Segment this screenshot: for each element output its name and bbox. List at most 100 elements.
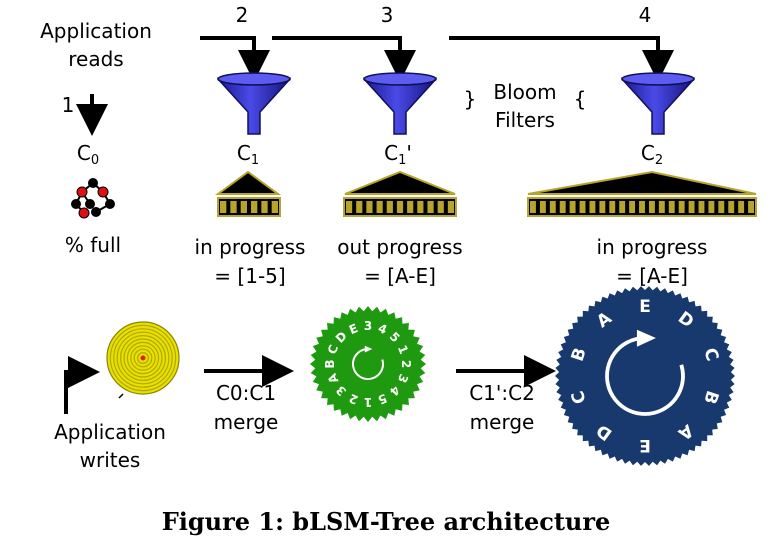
arrow-step-4 [449, 36, 674, 82]
spiral-ring [119, 335, 166, 382]
leaf-block [658, 201, 665, 213]
c1p-tree-icon [343, 170, 457, 217]
step-1-label: 1 [62, 93, 75, 117]
leaf-block [639, 201, 645, 213]
wheel-label: 3 [364, 319, 372, 333]
figure-caption: Figure 1: bLSM-Tree architecture [162, 507, 611, 536]
leaf-block [748, 201, 754, 213]
leaf-block [549, 201, 556, 213]
spiral-ring [137, 352, 150, 365]
wheel-label: 1 [364, 395, 372, 409]
leaf-block [539, 201, 546, 213]
leaf-block [609, 201, 616, 213]
leaf-block [346, 201, 353, 213]
c2-tree-icon [527, 170, 757, 217]
leaf-block [648, 201, 655, 213]
c2-status-line2: = [A-E] [616, 264, 688, 288]
c0-memory-tree-icon [71, 178, 115, 219]
wheel-label: B [699, 388, 722, 407]
brace-left-icon: { [574, 87, 587, 111]
leaf-block [447, 201, 454, 213]
leaf-block [220, 201, 227, 213]
leaf-block [271, 201, 278, 213]
wheel-label: 2 [399, 360, 413, 368]
c1-status-line1: in progress [195, 235, 306, 259]
merge-c0-c1-line2: merge [214, 410, 279, 434]
component-c1-label: C1 [237, 141, 259, 168]
spiral-ring [113, 328, 173, 388]
wheel-rotation-arrow [352, 348, 384, 380]
spiral-ring [130, 345, 156, 371]
leaf-block [559, 201, 566, 213]
leaf-block [698, 201, 705, 213]
merge-c1-c2-line1: C1':C2 [469, 381, 535, 405]
leaf-block [589, 201, 596, 213]
leaf-block [407, 201, 414, 213]
c1p-status-line2: = [A-E] [364, 264, 436, 288]
wheel-label: B [323, 359, 337, 368]
arrow-step-2 [200, 36, 270, 82]
wheel-label: B [568, 345, 591, 364]
leaf-block [386, 201, 393, 213]
leaf-block [251, 201, 258, 213]
wheel-label: C [699, 346, 722, 364]
merge-c0-c1-line1: C0:C1 [216, 381, 276, 405]
component-c1p-label: C1' [384, 141, 412, 168]
leaf-block [678, 201, 685, 213]
leaf-block [619, 201, 626, 213]
c0-status-label: % full [65, 233, 121, 257]
leaf-block [417, 201, 424, 213]
c1-status-line2: = [1-5] [214, 264, 285, 288]
c1p-status-line1: out progress [337, 235, 462, 259]
leaf-block [579, 201, 586, 213]
wheel-arrow-head [364, 345, 373, 353]
c2-status-line1: in progress [597, 235, 708, 259]
c1-tree-icon [214, 170, 282, 217]
leaf-block [230, 201, 237, 213]
leaf-block [668, 201, 675, 213]
app-writes-line2: writes [80, 448, 141, 472]
spiral-ring [133, 348, 153, 368]
step-3-label: 3 [381, 3, 394, 27]
component-c2-label: C2 [641, 141, 663, 168]
leaf-block [240, 201, 247, 213]
leaf-block [708, 201, 715, 213]
leaf-block [530, 201, 536, 213]
step-2-label: 2 [236, 3, 249, 27]
merge-c1-c2-line2: merge [470, 410, 535, 434]
component-c0-label: C0 [77, 141, 99, 168]
leaf-block [427, 201, 434, 213]
funnel-c1p-icon [363, 72, 437, 135]
app-reads-line2: reads [68, 47, 123, 71]
leaf-block [599, 201, 606, 213]
leaf-block [569, 201, 576, 213]
spiral-center [140, 355, 146, 361]
c0-spiral-icon [106, 321, 180, 399]
app-writes-line1: Application [54, 420, 166, 444]
leaf-block [261, 201, 268, 213]
wheel-body [310, 306, 426, 422]
app-reads-line1: Application [40, 19, 152, 43]
wheel-label: E [639, 435, 651, 455]
brace-right-icon: } [464, 87, 477, 111]
wheel-rotation-arrow [605, 336, 685, 416]
spiral-ring [109, 324, 177, 392]
bloom-label-line2: Filters [495, 108, 555, 132]
leaf-block [376, 201, 383, 213]
leaf-block [366, 201, 373, 213]
app-writes-arrow [64, 356, 100, 414]
leaf-block [718, 201, 725, 213]
leaf-block [396, 201, 404, 213]
wheel-arrow-head [636, 329, 656, 347]
leaf-block [688, 201, 695, 213]
funnel-c1-icon [217, 72, 291, 135]
spiral-ring [116, 331, 170, 385]
leaf-block [437, 201, 444, 213]
bloom-label-line1: Bloom [493, 80, 556, 104]
leaf-block [356, 201, 363, 213]
leaf-block [738, 201, 745, 213]
wheel-label: E [639, 297, 651, 317]
